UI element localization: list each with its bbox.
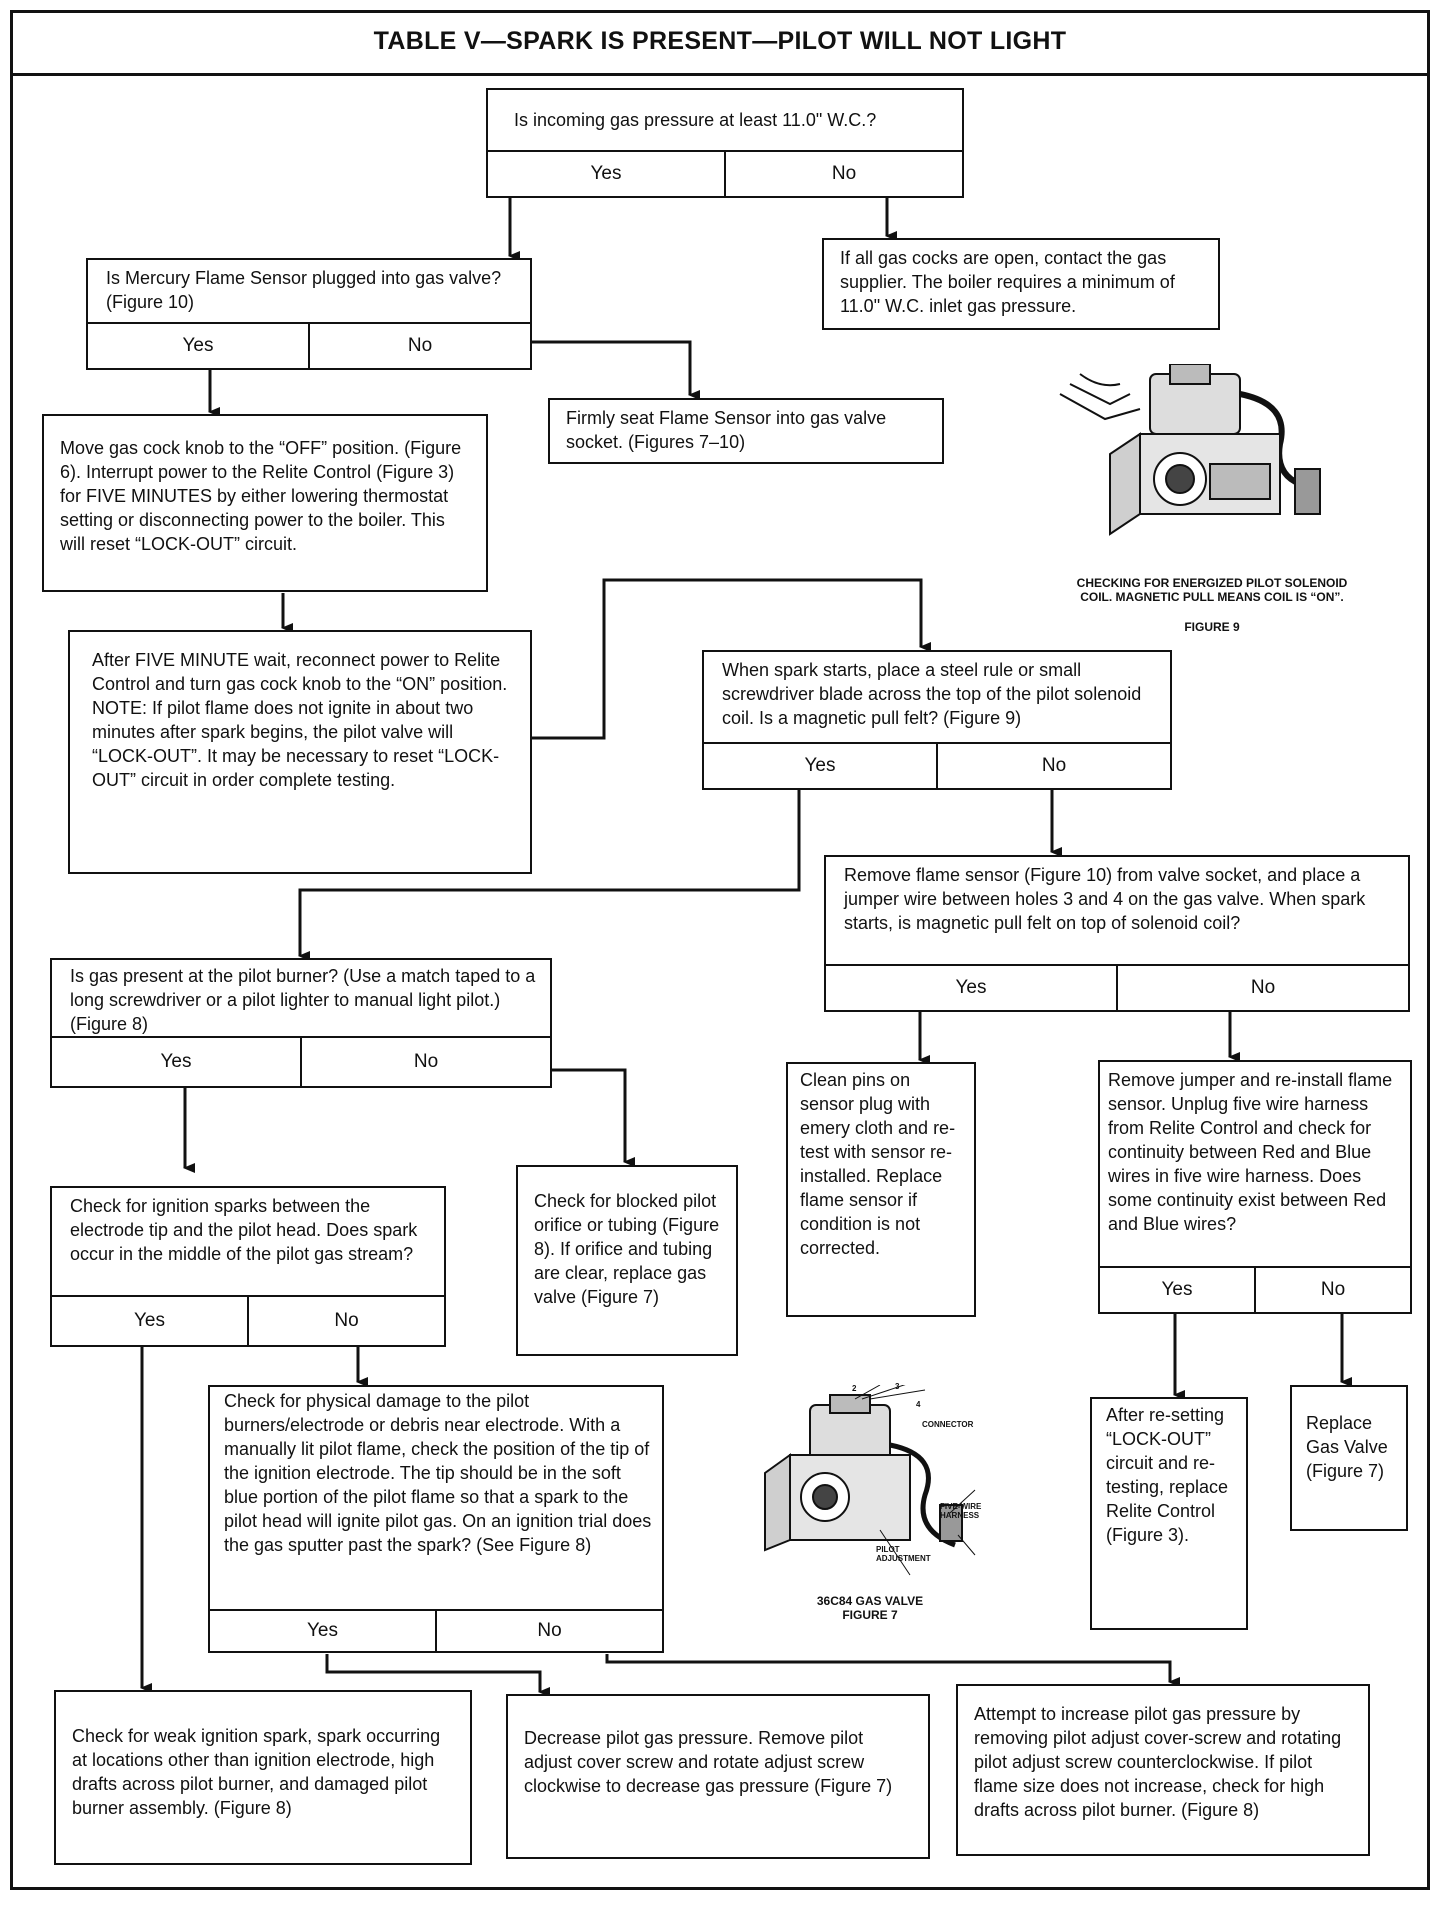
no-label: No xyxy=(308,324,530,368)
no-label: No xyxy=(936,744,1170,788)
question-text: Is Mercury Flame Sensor plugged into gas… xyxy=(106,268,502,312)
action-reconnect-power: After FIVE MINUTE wait, reconnect power … xyxy=(68,630,532,874)
figure-7-caption: 36C84 GAS VALVE xyxy=(816,1594,924,1608)
action-check-blocked-orifice: Check for blocked pilot orifice or tubin… xyxy=(516,1165,738,1356)
action-text: Replace Gas Valve (Figure 7) xyxy=(1306,1413,1388,1481)
yes-label: Yes xyxy=(804,755,836,776)
page-title: TABLE V—SPARK IS PRESENT—PILOT WILL NOT … xyxy=(10,10,1430,76)
action-text: If all gas cocks are open, contact the g… xyxy=(840,248,1175,316)
question-text: Check for physical damage to the pilot b… xyxy=(224,1391,652,1555)
action-text: Move gas cock knob to the “OFF” position… xyxy=(60,438,462,554)
action-text: Firmly seat Flame Sensor into gas valve … xyxy=(566,408,887,452)
question-flame-sensor-plugged: Is Mercury Flame Sensor plugged into gas… xyxy=(86,258,532,370)
no-label: No xyxy=(435,1611,662,1651)
question-text: Remove flame sensor (Figure 10) from val… xyxy=(844,865,1366,933)
question-text: Is incoming gas pressure at least 11.0" … xyxy=(514,110,877,130)
action-text: Check for weak ignition spark, spark occ… xyxy=(72,1726,441,1818)
figure-9-number: FIGURE 9 xyxy=(1184,620,1240,634)
arrow-q8-yes xyxy=(325,1654,550,1697)
figure-7-label-2: 2 xyxy=(852,1384,857,1393)
question-spark-location: Check for ignition sparks between the el… xyxy=(50,1186,446,1347)
yes-label: Yes xyxy=(160,1051,192,1072)
action-replace-gas-valve: Replace Gas Valve (Figure 7) xyxy=(1290,1385,1408,1531)
question-gas-at-pilot: Is gas present at the pilot burner? (Use… xyxy=(50,958,552,1088)
arrow-q8-no xyxy=(605,1654,1180,1687)
no-label: No xyxy=(724,152,962,196)
figure-9-caption: CHECKING FOR ENERGIZED PILOT SOLENOID CO… xyxy=(1076,576,1348,604)
table-frame xyxy=(10,10,1430,1890)
arrow-reconnect-to-q3 xyxy=(532,578,931,740)
action-text: After re-setting “LOCK-OUT” circuit and … xyxy=(1106,1405,1229,1545)
question-continuity-red-blue: Remove jumper and re-install flame senso… xyxy=(1098,1060,1412,1314)
action-clean-sensor-pins: Clean pins on sensor plug with emery clo… xyxy=(786,1062,976,1317)
question-text: Is gas present at the pilot burner? (Use… xyxy=(70,966,536,1034)
action-text: Clean pins on sensor plug with emery clo… xyxy=(800,1070,956,1258)
no-label: No xyxy=(1254,1268,1410,1312)
action-increase-pilot-pressure: Attempt to increase pilot gas pressure b… xyxy=(956,1684,1370,1856)
figure-7-label-pilot-adjustment: PILOT ADJUSTMENT xyxy=(876,1545,931,1563)
question-text: Remove jumper and re-install flame senso… xyxy=(1108,1070,1393,1234)
yes-label: Yes xyxy=(307,1620,338,1641)
question-gas-pressure: Is incoming gas pressure at least 11.0" … xyxy=(486,88,964,198)
arrow-q2-no xyxy=(532,340,700,400)
figure-7-label-3: 3 xyxy=(895,1382,900,1391)
action-reset-lockout: Move gas cock knob to the “OFF” position… xyxy=(42,414,488,592)
yes-label: Yes xyxy=(590,163,622,184)
action-check-weak-spark: Check for weak ignition spark, spark occ… xyxy=(54,1690,472,1865)
figure-7-illustration xyxy=(764,1385,976,1576)
yes-label: Yes xyxy=(182,335,214,356)
question-magnetic-pull: When spark starts, place a steel rule or… xyxy=(702,650,1172,790)
figure-7-label-connector: CONNECTOR xyxy=(922,1420,974,1429)
arrow-q5-no xyxy=(551,1068,635,1167)
action-contact-supplier: If all gas cocks are open, contact the g… xyxy=(822,238,1220,330)
action-decrease-pilot-pressure: Decrease pilot gas pressure. Remove pilo… xyxy=(506,1694,930,1859)
action-text: Decrease pilot gas pressure. Remove pilo… xyxy=(524,1728,893,1796)
arrow-q3-yes xyxy=(298,790,801,961)
figure-7-number: FIGURE 7 xyxy=(842,1608,898,1622)
question-text: When spark starts, place a steel rule or… xyxy=(722,660,1142,728)
yes-label: Yes xyxy=(134,1310,165,1331)
action-replace-relite-control: After re-setting “LOCK-OUT” circuit and … xyxy=(1090,1397,1248,1630)
no-label: No xyxy=(300,1038,550,1086)
question-jumper-test: Remove flame sensor (Figure 10) from val… xyxy=(824,855,1410,1012)
figure-7-label-4: 4 xyxy=(916,1400,921,1409)
action-text: Attempt to increase pilot gas pressure b… xyxy=(974,1704,1342,1820)
action-seat-flame-sensor: Firmly seat Flame Sensor into gas valve … xyxy=(548,398,944,464)
question-physical-damage: Check for physical damage to the pilot b… xyxy=(208,1385,664,1653)
question-text: Check for ignition sparks between the el… xyxy=(70,1196,418,1264)
figure-9-illustration xyxy=(1059,364,1321,536)
yes-label: Yes xyxy=(955,977,987,998)
no-label: No xyxy=(1116,966,1408,1010)
action-text: Check for blocked pilot orifice or tubin… xyxy=(534,1191,720,1307)
action-text: After FIVE MINUTE wait, reconnect power … xyxy=(92,650,508,790)
figure-7-label-harness: FIVE-WIRE HARNESS xyxy=(940,1502,982,1520)
no-label: No xyxy=(247,1297,444,1345)
yes-label: Yes xyxy=(1161,1279,1193,1300)
